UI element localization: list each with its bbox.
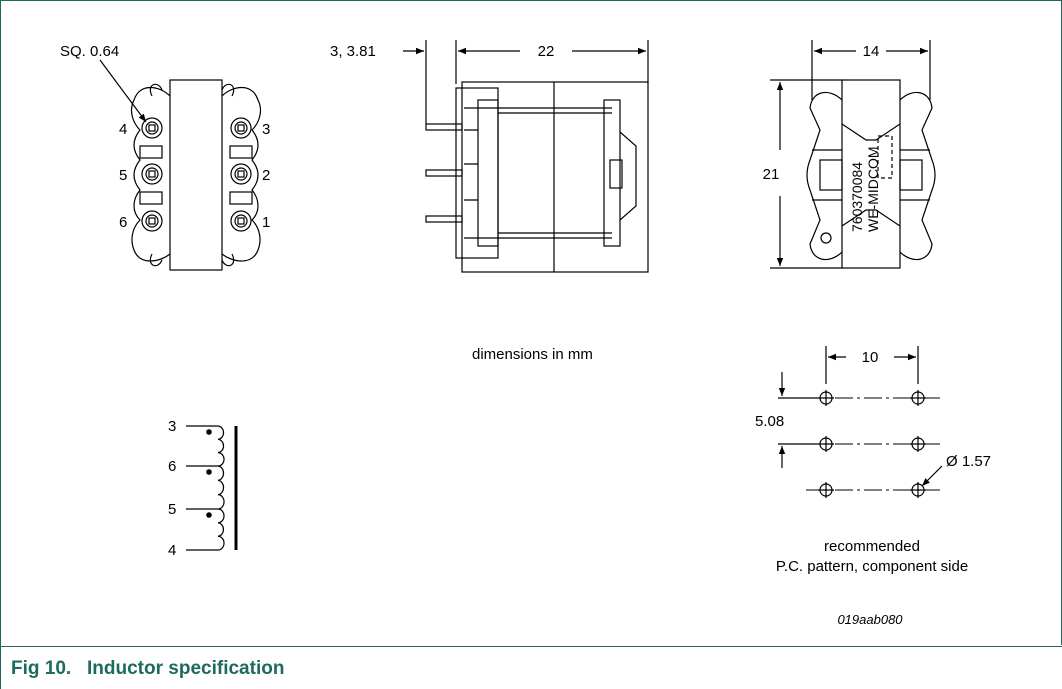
figure-border-top [0, 0, 1062, 1]
side-flange-inner [477, 99, 499, 247]
side-flange-steps [464, 129, 478, 201]
polarity-dot-icon [206, 512, 212, 518]
end-clip [841, 209, 901, 227]
end-bobbin-right [899, 91, 936, 261]
terminal-label: 5 [168, 501, 176, 518]
top-bobbin-right [221, 86, 262, 262]
top-slot [229, 191, 253, 205]
pcb-caption-line1: recommended [824, 538, 920, 555]
top-pin [141, 210, 163, 232]
pcb-hole [910, 390, 926, 406]
pcb-caption-line2: P.C. pattern, component side [776, 558, 968, 575]
terminal-label: 3 [168, 418, 176, 435]
side-pin [425, 215, 463, 223]
schematic: 3 6 5 4 [168, 418, 238, 559]
top-bobbin-left [130, 86, 171, 262]
pin-label: 2 [262, 167, 270, 184]
end-slot [819, 159, 843, 191]
top-view: SQ. 0.64 [60, 43, 270, 271]
top-pin [230, 163, 252, 185]
part-number-marking: 760370084 [849, 162, 865, 232]
caption-rule [0, 646, 1062, 647]
figure-border-left [0, 0, 1, 689]
top-core [169, 79, 223, 271]
pin-label: 5 [119, 167, 127, 184]
end-view: 14 21 760370084 WE-MIDCOM [763, 40, 936, 269]
side-core [461, 81, 649, 273]
end-clip [841, 123, 901, 141]
width-label: 22 [538, 43, 555, 60]
pcb-pattern: 10 5.08 Ø 1.57 recommended P.C. pattern,… [755, 346, 991, 575]
side-view: 3, 3.81 22 [330, 40, 649, 273]
side-clamp [603, 99, 621, 247]
pin-size-leader [99, 59, 147, 123]
top-slot [139, 191, 163, 205]
top-tab [221, 83, 235, 97]
pin-label: 4 [119, 121, 127, 138]
figure-caption: Fig 10. Inductor specification [11, 658, 285, 679]
pcb-hole [910, 436, 926, 452]
top-pin [230, 210, 252, 232]
end-bobbin-left [806, 91, 843, 261]
end-slot [899, 159, 923, 191]
top-pin [141, 163, 163, 185]
end-width-label: 14 [863, 43, 880, 60]
hole-size-leader [921, 465, 943, 487]
schematic-winding [217, 425, 225, 551]
hole-size-label: Ø 1.57 [946, 453, 991, 470]
top-slot [139, 145, 163, 159]
pitch-y-label: 5.08 [755, 413, 784, 430]
polarity-dot-icon [206, 429, 212, 435]
side-clamp-bevel [619, 131, 637, 221]
terminal-label: 4 [168, 542, 176, 559]
side-clamp-window [609, 159, 623, 189]
end-height-label: 21 [763, 166, 780, 183]
pcb-hole [818, 436, 834, 452]
schematic-leads [186, 425, 218, 551]
pcb-hole [818, 390, 834, 406]
figure-code: 019aab080 [837, 612, 903, 627]
pin-label: 1 [262, 214, 270, 231]
pin-label: 3 [262, 121, 270, 138]
side-pin [425, 123, 463, 131]
top-tab [149, 253, 163, 267]
end-clip-arms [812, 149, 930, 201]
top-tab [221, 253, 235, 267]
top-tab [149, 83, 163, 97]
dimensions-note: dimensions in mm [472, 346, 593, 363]
pin-label: 6 [119, 214, 127, 231]
side-pin [425, 169, 463, 177]
top-pin [230, 117, 252, 139]
pitch-x-label: 10 [862, 349, 879, 366]
terminal-label: 6 [168, 458, 176, 475]
top-pin [141, 117, 163, 139]
pcb-hole [818, 482, 834, 498]
manufacturer-marking: WE-MIDCOM [865, 146, 881, 232]
pin1-marker-icon [820, 232, 832, 244]
marking-box [877, 135, 893, 179]
polarity-dot-icon [206, 469, 212, 475]
pcb-hole [910, 482, 926, 498]
pin-length-label: 3, 3.81 [330, 43, 376, 60]
top-slot [229, 145, 253, 159]
pin-size-label: SQ. 0.64 [60, 43, 119, 60]
